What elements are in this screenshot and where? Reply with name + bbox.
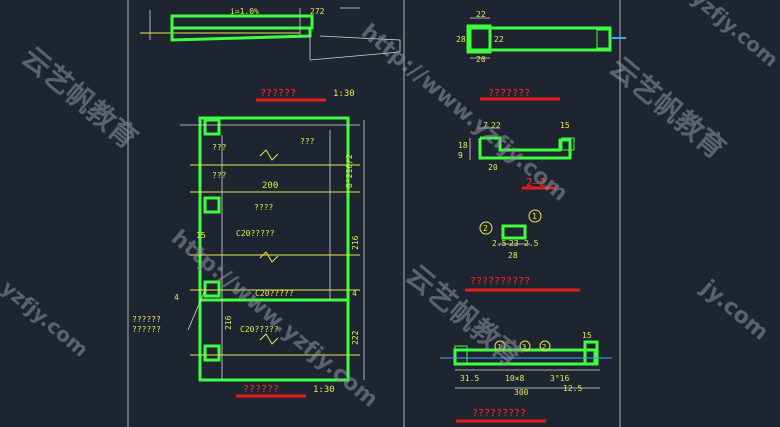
top-right-section — [466, 17, 626, 59]
label-d-222: 222 — [351, 330, 360, 345]
label-d-15: 15 — [196, 231, 206, 240]
title-bottom-left: ?????? — [243, 384, 279, 395]
label-d-left2: ?????? — [132, 325, 161, 334]
watermark-cn-right: 云艺帆教育 — [604, 50, 732, 165]
label-dim-22c: 22 — [491, 121, 501, 130]
label-dim-23: 23 — [509, 239, 519, 248]
top-left-profile — [140, 7, 401, 61]
label-slope: i=1.0% — [230, 7, 259, 16]
title-top-right: ??????? — [488, 88, 530, 99]
label-dim-22a: 22 — [476, 10, 486, 19]
title-mid-right: ?????????? — [470, 276, 530, 287]
watermark-jy-right: jy.com — [695, 275, 773, 346]
label-d-200: 200 — [262, 181, 278, 191]
label-d-4b: 4 — [174, 293, 179, 302]
label-dim-2p5b: 2.5 — [524, 239, 539, 248]
label-dim-18: 18 — [458, 141, 468, 150]
watermark-cn-left: 云艺帆教育 — [16, 40, 144, 155]
label-c5: 2 — [542, 343, 546, 351]
label-d-q3: ??? — [212, 171, 227, 180]
label-dim-10x8: 10×8 — [505, 374, 524, 383]
label-dim-20b: 20 — [488, 163, 498, 172]
label-dim-272: 272 — [310, 7, 325, 16]
label-d-8216: 8°216/2 — [345, 154, 354, 188]
label-dim-12p5: 12.5 — [563, 384, 582, 393]
label-dim-300: 300 — [514, 388, 529, 397]
label-c2: 1 — [532, 212, 537, 221]
watermark-url-short-left: yzfjy.com — [0, 275, 93, 361]
small-detail — [479, 209, 542, 245]
label-c4: 3 — [522, 343, 526, 351]
label-dim-15a: 15 — [560, 121, 570, 130]
title-top-left-scale: 1:30 — [333, 89, 355, 99]
label-c1: 2 — [483, 224, 488, 233]
label-dim-28a: 28 — [456, 35, 466, 44]
label-c3: 1 — [497, 343, 501, 351]
title-section-2-2: 2—2 — [526, 176, 546, 189]
label-d-q2: ??? — [212, 143, 227, 152]
label-dim-15b: 15 — [582, 331, 592, 340]
label-d-q4: ???? — [254, 203, 273, 212]
label-d-c20a: C20????? — [236, 229, 275, 238]
title-bottom-right: ????????? — [472, 408, 526, 419]
label-dim-7: 7 — [483, 121, 488, 130]
left-plan-drawing — [180, 116, 365, 382]
watermark-url-short-right: yzfjy.com — [687, 0, 780, 72]
label-d-c20b: C20????? — [255, 289, 294, 298]
label-d-216: 216 — [351, 235, 360, 250]
section-2-2 — [469, 127, 575, 160]
watermark-url-mid: http://www.yzfjy.com — [356, 19, 572, 206]
title-bottom-left-scale: 1:30 — [313, 385, 335, 395]
label-d-q1: ??? — [300, 137, 315, 146]
label-dim-31p5: 31.5 — [460, 374, 479, 383]
bottom-right-beam — [440, 340, 612, 389]
label-dim-22b: 22 — [494, 35, 504, 44]
label-d-216b: 216 — [224, 315, 233, 330]
label-d-c20c: C20????? — [240, 325, 279, 334]
label-dim-9: 9 — [458, 151, 463, 160]
title-top-left: ?????? — [260, 88, 296, 99]
label-dim-2p5a: 2.5 — [492, 239, 507, 248]
label-d-left1: ?????? — [132, 315, 161, 324]
label-dim-20a: 20 — [476, 55, 486, 64]
label-dim-3x16: 3°16 — [550, 374, 569, 383]
label-dim-28b: 28 — [508, 251, 518, 260]
label-d-4a: 4 — [352, 289, 357, 298]
